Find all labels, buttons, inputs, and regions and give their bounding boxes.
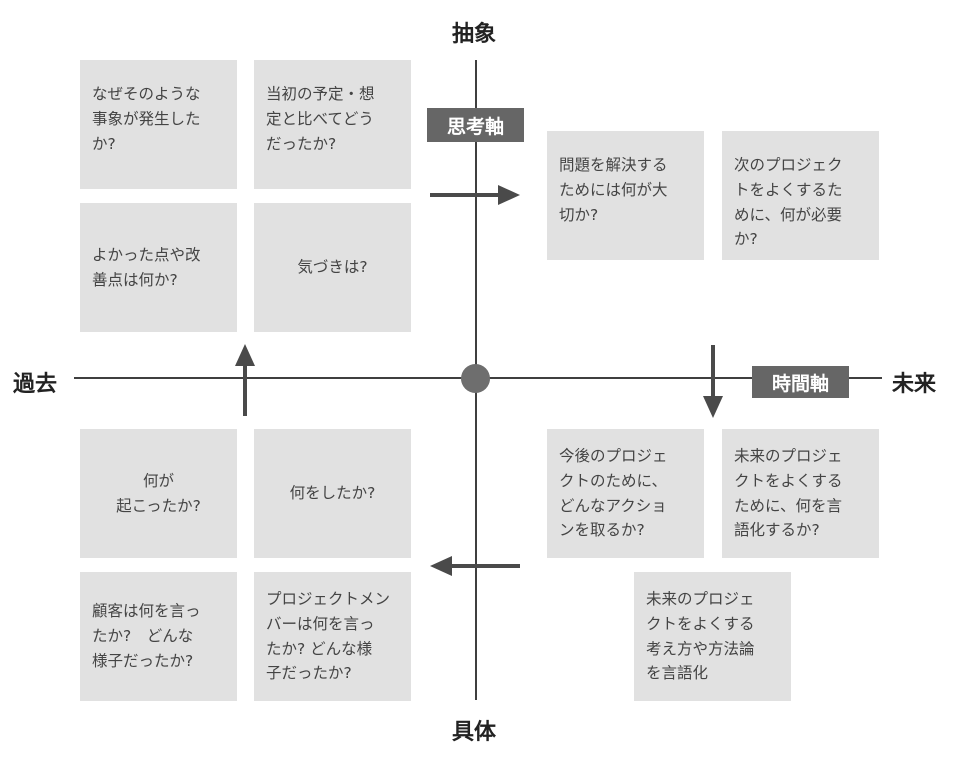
thinking-axis-tag: 思考軸	[427, 108, 524, 142]
box-what-was-done: 何をしたか?	[254, 429, 411, 558]
axis-label-abstract: 抽象	[452, 22, 497, 47]
origin-dot	[461, 364, 490, 393]
box-what-to-verbalize: 未来のプロジェ クトをよくする ために、何を言 語化するか?	[722, 429, 879, 558]
axis-label-past: 過去	[13, 372, 58, 397]
box-good-and-improvement-points: よかった点や改 善点は何か?	[80, 203, 237, 332]
box-what-is-needed-next: 次のプロジェク トをよくするた めに、何が必要 か?	[722, 131, 879, 260]
axis-label-future: 未来	[892, 372, 937, 397]
box-verbalize-methods: 未来のプロジェ クトをよくする 考え方や方法論 を言語化	[634, 572, 791, 701]
box-what-matters-to-solve: 問題を解決する ためには何が大 切か?	[547, 131, 704, 260]
box-why-it-happened: なぜそのような 事象が発生した か?	[80, 60, 237, 189]
box-next-actions: 今後のプロジェ クトのために、 どんなアクショ ンを取るか?	[547, 429, 704, 558]
box-compared-to-plan: 当初の予定・想 定と比べてどう だったか?	[254, 60, 411, 189]
arrow-up	[235, 344, 255, 416]
arrow-left	[430, 556, 520, 576]
time-axis-tag: 時間軸	[752, 366, 849, 398]
box-insights: 気づきは?	[254, 203, 411, 332]
axis-label-concrete: 具体	[452, 720, 497, 745]
box-member-words: プロジェクトメン バーは何を言っ たか? どんな様 子だったか?	[254, 572, 411, 701]
box-customer-words: 顧客は何を言っ たか? どんな 様子だったか?	[80, 572, 237, 701]
arrow-down	[703, 345, 723, 418]
box-what-happened: 何が 起こったか?	[80, 429, 237, 558]
arrow-right	[430, 185, 520, 205]
